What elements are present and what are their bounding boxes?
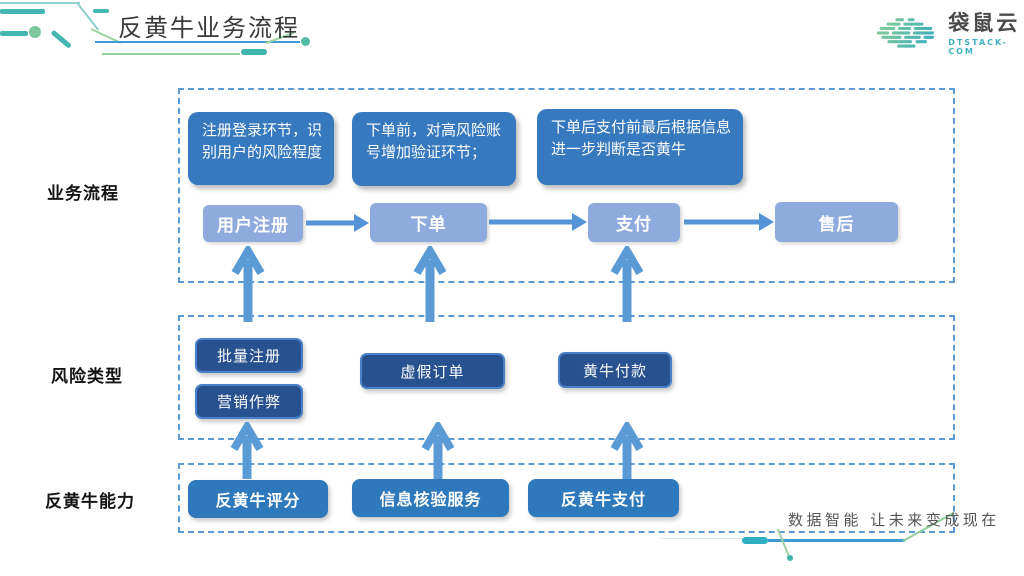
- step-box-aftersale: 售后: [775, 202, 898, 242]
- risk-box-scalper-payment: 黄牛付款: [558, 352, 672, 388]
- step-box-payment: 支付: [588, 203, 680, 242]
- flow-arrow-icon: [489, 213, 587, 231]
- step-box-register: 用户注册: [203, 205, 303, 242]
- logo-name: 袋鼠云: [948, 11, 1021, 35]
- callout-register: 注册登录环节，识别用户的风险程度: [188, 112, 334, 185]
- risk-box-fake-order: 虚假订单: [360, 353, 505, 389]
- deco-line: [660, 538, 743, 539]
- callout-payment: 下单后支付前最后根据信息进一步判断是否黄牛: [537, 109, 743, 185]
- deco-line: [768, 539, 905, 542]
- up-arrow-icon: [230, 422, 264, 479]
- row-label-capability: 反黄牛能力: [45, 492, 135, 512]
- step-box-order: 下单: [370, 203, 487, 242]
- logo-domain: DTSTACK-COM: [948, 38, 1008, 57]
- deco-bar: [0, 9, 45, 14]
- capability-panel: [178, 463, 955, 533]
- deco-line: [0, 2, 80, 4]
- capability-box-verification: 信息核验服务: [352, 479, 509, 517]
- tagline: 数据智能 让未来变成现在: [788, 511, 1000, 529]
- risk-type-panel: [178, 315, 955, 440]
- up-arrow-icon: [610, 422, 644, 479]
- deco-dash: [241, 49, 267, 55]
- risk-box-marketing-fraud: 营销作弊: [195, 384, 303, 419]
- up-arrow-icon: [610, 246, 644, 322]
- up-arrow-icon: [421, 422, 455, 479]
- up-arrow-icon: [231, 246, 265, 322]
- deco-line: [102, 53, 240, 55]
- capability-box-score: 反黄牛评分: [188, 480, 328, 518]
- deco-dot: [29, 26, 41, 38]
- deco-capsule: [742, 537, 768, 544]
- row-label-risk: 风险类型: [51, 367, 123, 387]
- business-process-panel: [178, 88, 955, 283]
- deco-dash: [93, 9, 109, 13]
- flow-arrow-icon: [306, 214, 369, 232]
- page-title: 反黄牛业务流程: [118, 14, 300, 42]
- capability-box-payment: 反黄牛支付: [528, 479, 679, 517]
- callout-order: 下单前，对高风险账号增加验证环节；: [352, 112, 516, 186]
- up-arrow-icon: [413, 246, 447, 322]
- title-underline: [95, 41, 300, 43]
- deco-dash: [50, 29, 72, 49]
- deco-line: [77, 3, 100, 31]
- deco-dot: [787, 555, 793, 561]
- row-label-business: 业务流程: [47, 184, 119, 204]
- flow-arrow-icon: [684, 213, 774, 231]
- logo-cloud-icon: [876, 18, 934, 48]
- deco-dot: [301, 37, 310, 46]
- deco-bar: [0, 31, 28, 36]
- logo: 袋鼠云 DTSTACK-COM: [876, 11, 1024, 57]
- risk-box-batch-register: 批量注册: [195, 338, 303, 373]
